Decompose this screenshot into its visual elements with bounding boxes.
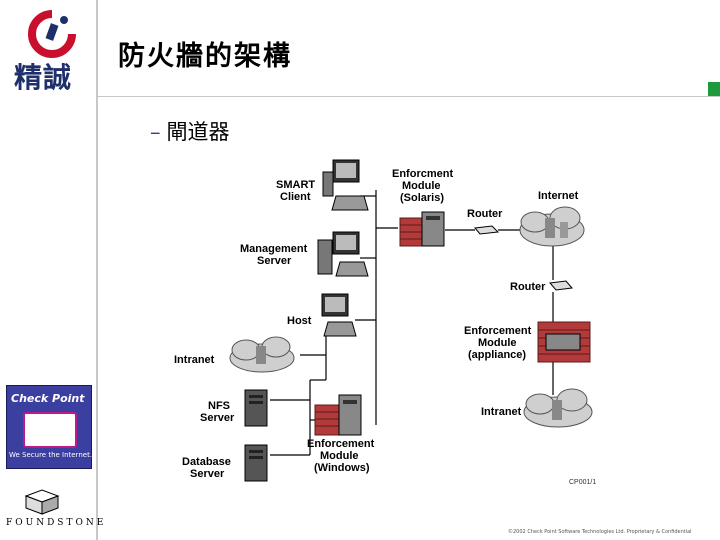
intranet-right-cloud-icon (523, 388, 593, 428)
router-right-icon (549, 280, 573, 291)
nfs-server-icon (244, 389, 268, 427)
copyright-text: ©2002 Check Point Software Technologies … (508, 529, 692, 535)
enforcement-appliance-label-1: Enforcement (464, 325, 532, 337)
management-server-label-2: Server (257, 255, 292, 267)
management-server-computer-icon (317, 231, 369, 277)
figure-code: CP001/1 (569, 479, 596, 486)
nfs-server-label-2: Server (200, 412, 235, 424)
page-subtitle: –閘道器 (150, 116, 230, 146)
firewall-appliance-icon (537, 321, 591, 363)
enforcement-windows-label-2: Module (320, 450, 359, 462)
smart-client-label-2: Client (280, 191, 311, 203)
management-server-label-1: Management (240, 243, 308, 255)
bullet-dash: – (150, 120, 161, 144)
page-title: 防火牆的架構 (118, 41, 292, 72)
host-computer-icon (321, 293, 357, 337)
enforcement-solaris-label-1: Enforcment (392, 168, 453, 180)
checkpoint-title: Check Point (11, 392, 85, 405)
firewall-windows-icon (314, 394, 362, 436)
header-divider (98, 96, 720, 97)
accent-square (708, 82, 720, 96)
foundstone-text: FOUNDSTONE (6, 518, 107, 528)
internet-label: Internet (538, 190, 579, 202)
internet-cloud-icon (519, 206, 585, 247)
enforcement-windows-label-3: (Windows) (314, 462, 370, 474)
enforcement-appliance-label-2: Module (478, 337, 517, 349)
intranet-left-cloud-icon (229, 336, 295, 373)
database-server-icon (244, 444, 268, 482)
foundstone-logo-icon (24, 489, 60, 515)
smart-client-computer-icon (322, 159, 369, 211)
router-top-icon (474, 225, 500, 235)
enforcement-solaris-label-2: Module (402, 180, 441, 192)
checkpoint-logo-box: Check Point We Secure the Internet. (6, 385, 92, 469)
nfs-server-label-1: NFS (208, 400, 230, 412)
company-logo-text: 精誠 (14, 61, 73, 94)
checkpoint-tagline: We Secure the Internet. (9, 451, 93, 459)
enforcement-appliance-label-3: (appliance) (468, 349, 526, 361)
host-label: Host (287, 315, 312, 327)
router-top-label: Router (467, 208, 503, 220)
intranet-left-label: Intranet (174, 354, 215, 366)
router-right-label: Router (510, 281, 546, 293)
database-server-label-1: Database (182, 456, 231, 468)
intranet-right-label: Intranet (481, 406, 522, 418)
enforcement-windows-label-1: Enforcement (307, 438, 375, 450)
firewall-solaris-icon (399, 211, 445, 247)
enforcement-solaris-label-3: (Solaris) (400, 192, 444, 204)
sidebar-divider (96, 0, 98, 540)
checkpoint-screen-icon (23, 412, 77, 448)
smart-client-label-1: SMART (276, 179, 315, 191)
subtitle-text: 閘道器 (166, 120, 230, 144)
connection-lines (270, 190, 554, 456)
database-server-label-2: Server (190, 468, 225, 480)
company-logo-icon (28, 10, 76, 58)
